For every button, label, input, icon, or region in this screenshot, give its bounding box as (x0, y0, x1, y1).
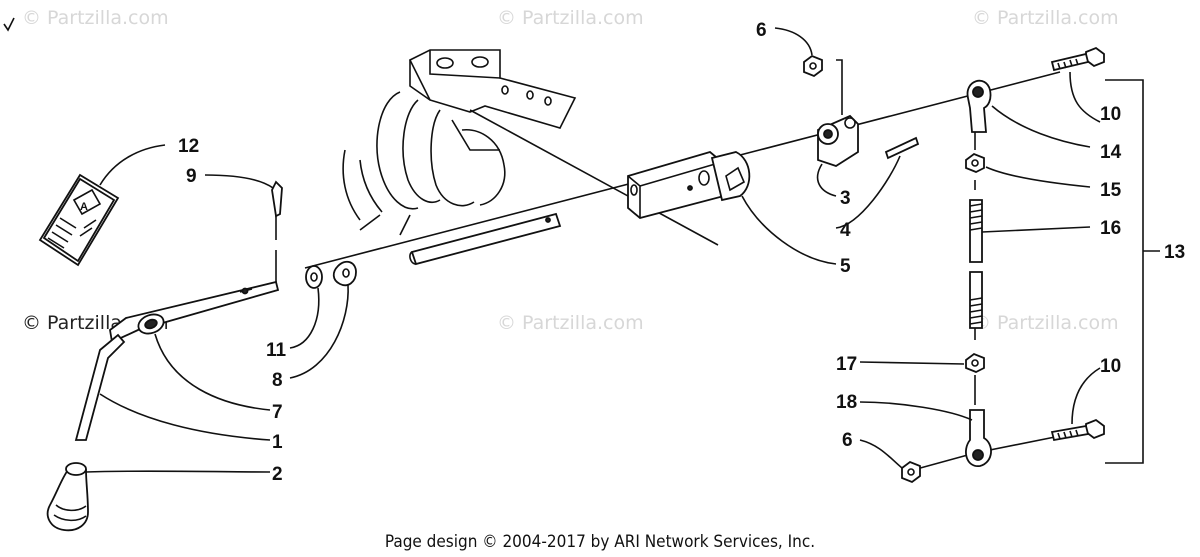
watermark-top-left: © Partzilla.com (22, 7, 169, 29)
callout-16: 16 (1100, 218, 1121, 239)
threaded-rod-16 (969, 199, 983, 329)
watermark-top-center: © Partzilla.com (497, 7, 644, 29)
corner-mark (3, 17, 15, 32)
callout-8: 8 (272, 370, 283, 391)
nut-6-top (803, 54, 823, 78)
callout-18: 18 (836, 392, 857, 413)
rod-end-18 (965, 409, 992, 467)
callout-6-top: 6 (756, 20, 767, 41)
jam-nut-15 (965, 152, 985, 173)
callout-10-top: 10 (1100, 104, 1121, 125)
footer-copyright: Page design © 2004-2017 by ARI Network S… (385, 532, 815, 552)
watermark-top-right: © Partzilla.com (972, 7, 1119, 29)
cotter-pin-9 (271, 180, 283, 218)
callout-15: 15 (1100, 180, 1122, 201)
callout-1: 1 (272, 432, 283, 453)
decal-glyph: A (80, 201, 88, 213)
bolt-10-bottom (1050, 418, 1105, 442)
callout-7: 7 (272, 402, 283, 423)
callout-3: 3 (840, 188, 851, 209)
callout-14: 14 (1100, 142, 1122, 163)
rod-end-14 (966, 79, 992, 133)
shift-lever-1 (74, 280, 280, 441)
callout-13: 13 (1164, 242, 1185, 263)
callout-10-bottom: 10 (1100, 356, 1121, 377)
roll-pin-4 (884, 136, 920, 160)
callout-2: 2 (272, 464, 283, 485)
bolt-10-top (1050, 46, 1105, 72)
washer-8 (332, 260, 357, 287)
engine-mount-illustration (342, 49, 577, 236)
knob-2 (46, 462, 89, 532)
lever-arm-3 (817, 114, 859, 167)
watermark-mid-center: © Partzilla.com (497, 312, 644, 334)
bushing-7 (137, 313, 165, 335)
nut-6-bottom (901, 460, 921, 484)
watermark-mid-right: © Partzilla.com (972, 312, 1119, 334)
shift-bracket-5 (627, 151, 751, 219)
assembly-bracket-13 (1105, 79, 1144, 464)
shift-shaft (409, 212, 562, 266)
callout-11: 11 (266, 340, 287, 361)
callout-6-bottom: 6 (842, 430, 853, 451)
callout-4: 4 (840, 220, 851, 241)
mount-centerline (469, 109, 719, 246)
callout-5: 5 (840, 256, 851, 277)
washer-11 (305, 265, 323, 289)
jam-nut-17 (965, 352, 985, 373)
callout-9: 9 (186, 166, 197, 187)
decal-12: A (38, 173, 120, 267)
callout-12: 12 (178, 136, 199, 157)
leader-lines (85, 27, 1101, 473)
callout-17: 17 (836, 354, 857, 375)
